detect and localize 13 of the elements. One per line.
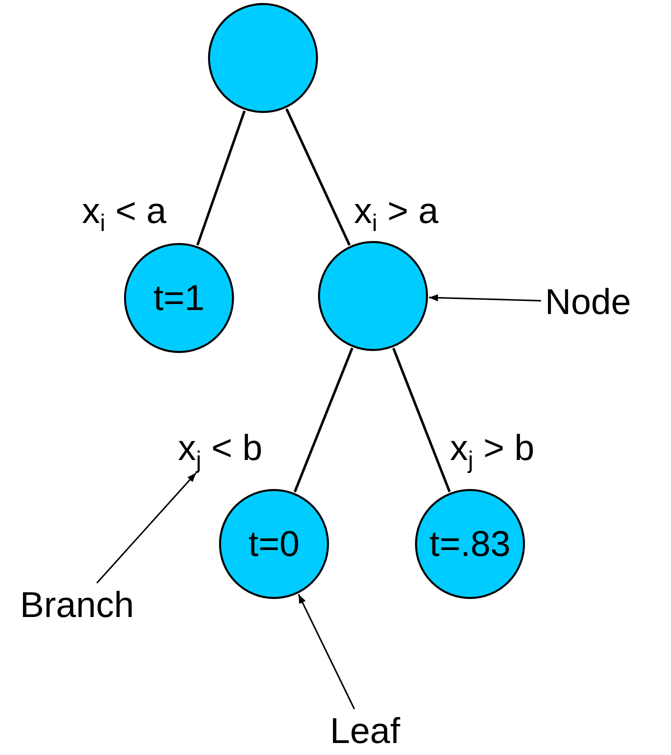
node-label: t=.83: [429, 526, 511, 562]
annotation-label: Branch: [20, 587, 134, 623]
branch-line: [392, 348, 451, 492]
branch-line: [285, 108, 351, 246]
annotation-label: Leaf: [330, 713, 400, 749]
branch-line: [196, 110, 246, 246]
branch-line: [294, 348, 354, 492]
leader-arrow: [298, 594, 355, 710]
leader-arrow: [96, 472, 197, 584]
leader-arrow: [428, 294, 542, 302]
node-label: t=0: [248, 526, 300, 562]
annotation-label: Node: [545, 284, 632, 320]
node-label: t=1: [153, 280, 205, 316]
